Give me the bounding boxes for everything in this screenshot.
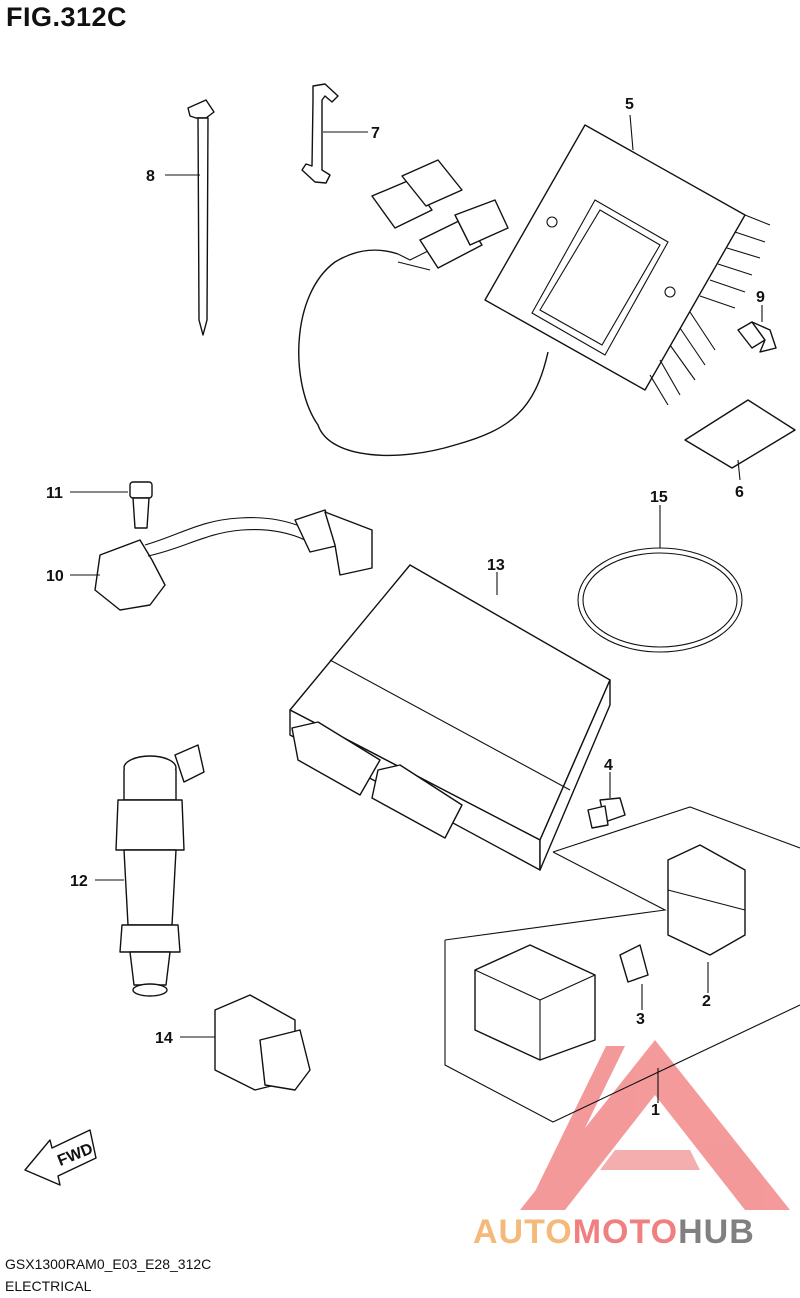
callout-10: 10 bbox=[46, 568, 64, 585]
callout-4: 4 bbox=[604, 757, 613, 774]
part-3-fuse bbox=[619, 944, 649, 983]
watermark-text: AUTOMOTOHUB bbox=[473, 1213, 755, 1252]
callout-11: 11 bbox=[46, 485, 63, 502]
part-6-pad bbox=[684, 399, 796, 469]
leader-lines bbox=[70, 114, 763, 1103]
diagram-code: GSX1300RAM0_E03_E28_312C bbox=[5, 1256, 212, 1272]
callout-12: 12 bbox=[70, 873, 88, 890]
callout-6: 6 bbox=[735, 484, 744, 501]
watermark-hub: HUB bbox=[678, 1213, 755, 1251]
callout-7: 7 bbox=[371, 125, 380, 142]
callout-9: 9 bbox=[756, 289, 765, 306]
part-12-ignition-coil bbox=[115, 744, 205, 997]
callout-13: 13 bbox=[487, 557, 505, 574]
callout-5: 5 bbox=[625, 96, 634, 113]
callout-8: 8 bbox=[146, 168, 155, 185]
callout-3: 3 bbox=[636, 1011, 645, 1028]
watermark-logo bbox=[520, 1040, 790, 1210]
part-7-clamp bbox=[301, 83, 339, 184]
watermark-auto: AUTO bbox=[473, 1213, 573, 1251]
part-11-bolt bbox=[129, 481, 153, 529]
part-13-ecm bbox=[289, 564, 611, 871]
diagram-group: ELECTRICAL bbox=[5, 1278, 92, 1294]
part-group-1-3-box bbox=[444, 806, 800, 1123]
part-5-regulator bbox=[298, 124, 771, 457]
callout-numbers: 1 2 3 4 5 6 7 8 9 10 11 12 13 14 15 bbox=[46, 96, 765, 1119]
part-4-bolt bbox=[587, 797, 626, 829]
callout-2: 2 bbox=[702, 993, 711, 1010]
part-1-relay bbox=[474, 944, 596, 1061]
part-8-cable-tie bbox=[187, 99, 215, 336]
callout-15: 15 bbox=[650, 489, 668, 506]
callout-1: 1 bbox=[651, 1102, 660, 1119]
part-10-sensor bbox=[94, 509, 373, 611]
part-15-o-ring bbox=[577, 547, 743, 653]
figure-title: FIG.312C bbox=[6, 2, 128, 32]
callout-14: 14 bbox=[155, 1030, 173, 1047]
part-14-connector bbox=[214, 994, 311, 1091]
fwd-arrow-icon: FWD bbox=[24, 1129, 97, 1186]
part-2-cover bbox=[667, 844, 746, 956]
watermark-moto: MOTO bbox=[572, 1213, 679, 1251]
part-9-bolt bbox=[737, 321, 777, 353]
